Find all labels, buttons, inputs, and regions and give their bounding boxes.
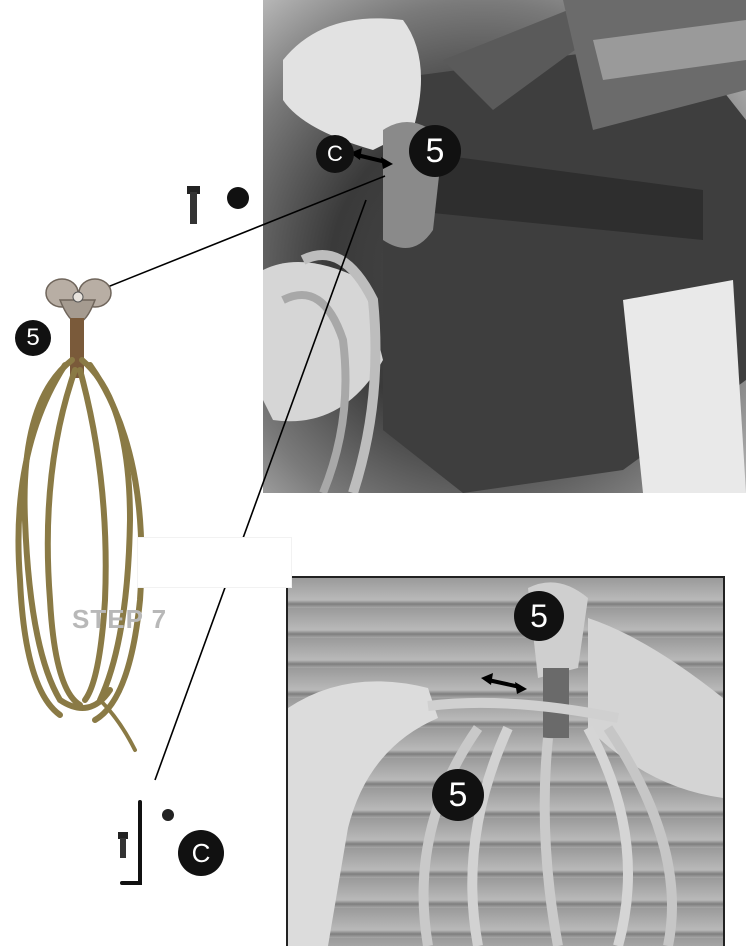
step-number-badge: 5 bbox=[514, 591, 564, 641]
step-number-badge: 5 bbox=[432, 769, 484, 821]
part-letter-badge: C bbox=[316, 135, 354, 173]
hanger-product-icon bbox=[46, 279, 111, 378]
bolt-icon bbox=[187, 186, 200, 224]
part-letter-badge: C bbox=[178, 830, 224, 876]
rope-coil-icon bbox=[18, 360, 141, 750]
double-arrow-icon bbox=[350, 148, 393, 169]
washer-icon bbox=[162, 809, 174, 821]
double-arrow-icon bbox=[481, 673, 527, 694]
step-number-badge: 5 bbox=[409, 125, 461, 177]
bolt-icon bbox=[118, 832, 128, 858]
step-number-badge: 5 bbox=[15, 320, 51, 356]
connector-line-hardware bbox=[155, 200, 366, 780]
step-label: STEP 7 bbox=[72, 604, 167, 635]
blank-caption-box bbox=[137, 537, 292, 588]
washer-icon bbox=[227, 187, 249, 209]
